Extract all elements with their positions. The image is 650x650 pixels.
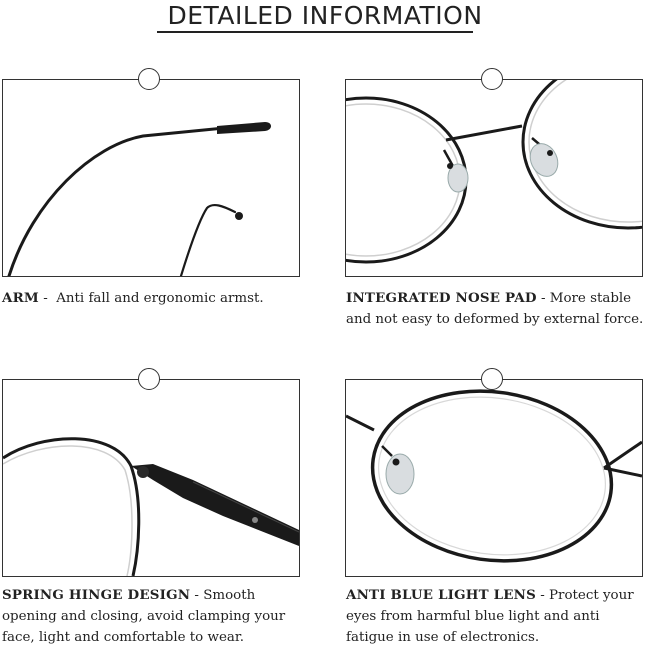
spring-hinge-heading: SPRING HINGE DESIGN: [2, 587, 191, 603]
arm-heading: ARM: [2, 290, 39, 306]
spring-hinge-caption: SPRING HINGE DESIGN - Smooth opening and…: [2, 585, 304, 648]
nose-pad-heading: INTEGRATED NOSE PAD: [346, 290, 537, 306]
callout-marker-blue-light-lens: [481, 368, 503, 390]
arm-separator: -: [38, 291, 57, 306]
blue-light-lens-image-panel: [345, 379, 643, 577]
blue-light-lens-illustration: [346, 389, 642, 563]
title-underline: [157, 31, 473, 33]
blue-light-lens-heading: ANTI BLUE LIGHT LENS: [346, 587, 536, 603]
nose-pad-image-panel: [345, 79, 643, 277]
blue-light-lens-description: Protect your eyes from harmful blue ligh…: [346, 588, 634, 645]
callout-marker-arm: [138, 68, 160, 90]
spring-hinge-separator: -: [190, 588, 204, 603]
arm-caption: ARM - Anti fall and ergonomic armst.: [2, 288, 302, 309]
spring-hinge-image-panel: [2, 379, 300, 577]
spring-hinge-illustration: [3, 437, 299, 576]
nose-pad-illustration: [346, 80, 642, 264]
blue-light-lens-caption: ANTI BLUE LIGHT LENS - Protect your eyes…: [346, 585, 648, 648]
callout-marker-nose-pad: [481, 68, 503, 90]
spring-hinge-description: Smooth opening and closing, avoid clampi…: [2, 588, 286, 645]
blue-light-lens-separator: -: [536, 588, 550, 603]
arm-image-panel: [2, 79, 300, 277]
callout-marker-spring-hinge: [138, 368, 160, 390]
arm-description: Anti fall and ergonomic armst.: [56, 291, 264, 306]
arm-illustration: [7, 122, 271, 276]
nose-pad-caption: INTEGRATED NOSE PAD - More stable and no…: [346, 288, 646, 330]
page-title: DETAILED INFORMATION: [167, 1, 483, 30]
nose-pad-separator: -: [536, 291, 550, 306]
nose-pad-description: More stable and not easy to deformed by …: [346, 291, 644, 327]
